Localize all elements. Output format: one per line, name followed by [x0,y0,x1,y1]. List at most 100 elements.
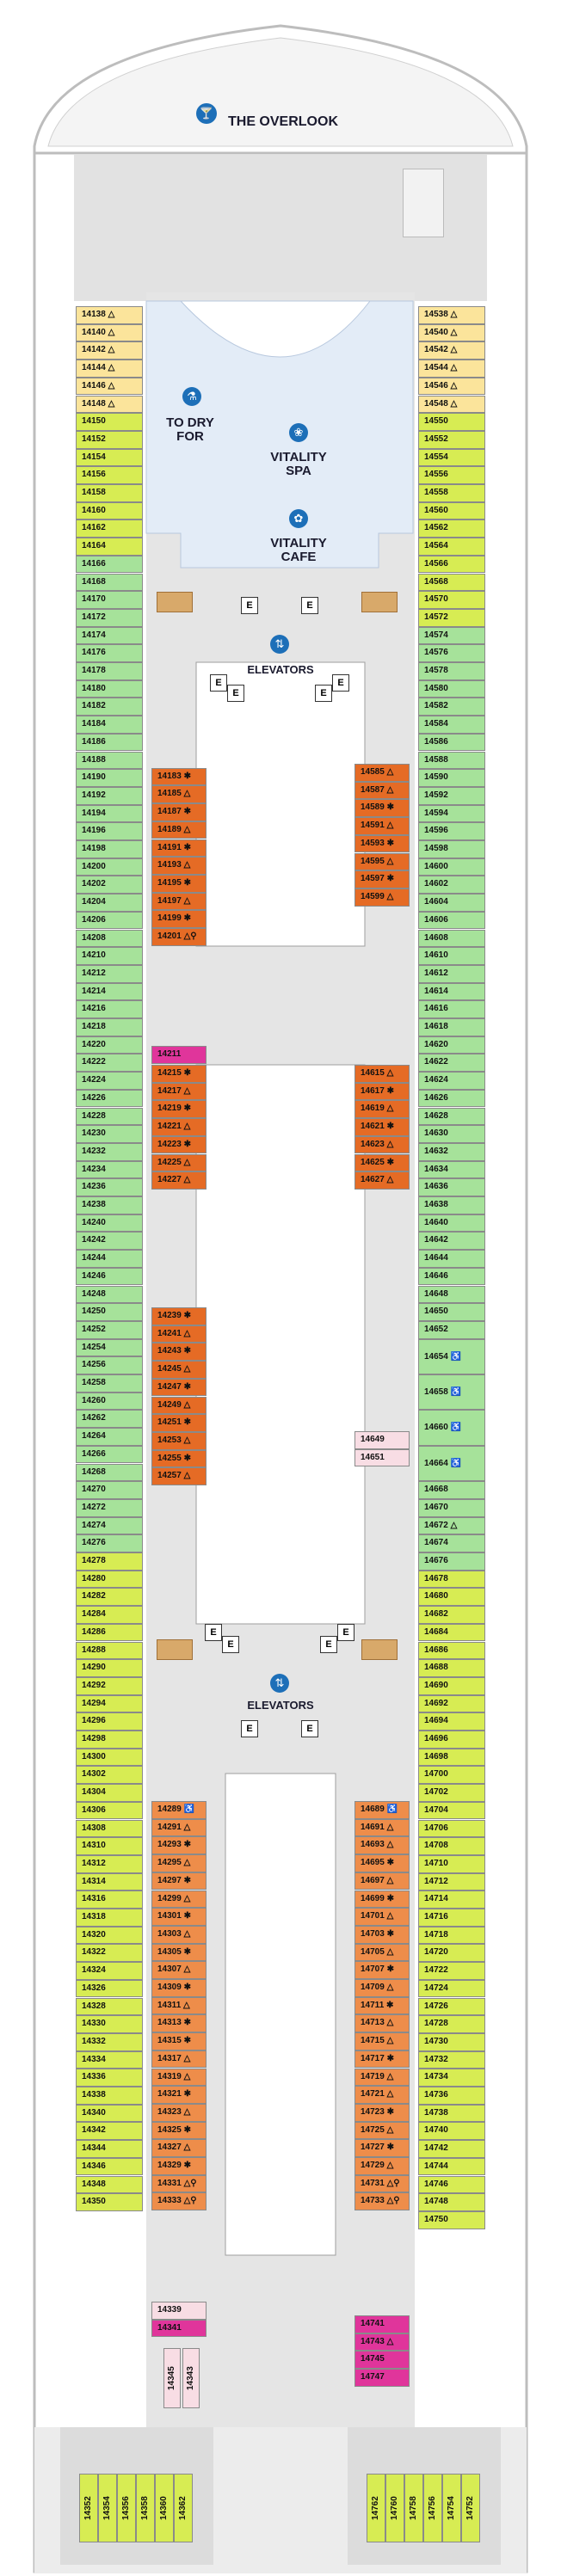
cabin-14225[interactable]: 14225 △ [151,1153,207,1172]
cabin-14624[interactable]: 14624 [418,1072,485,1090]
cabin-14190[interactable]: 14190 [76,769,143,787]
cabin-14698[interactable]: 14698 [418,1748,485,1767]
cabin-14582[interactable]: 14582 [418,698,485,716]
cabin-14719[interactable]: 14719 △ [354,2068,410,2087]
cabin-14619[interactable]: 14619 △ [354,1100,410,1119]
cabin-14595[interactable]: 14595 △ [354,852,410,871]
cabin-14730[interactable]: 14730 [418,2032,485,2051]
cabin-14202[interactable]: 14202 [76,876,143,895]
cabin-14343[interactable]: 14343 [182,2348,200,2408]
cabin-14316[interactable]: 14316 [76,1891,143,1909]
cabin-14246[interactable]: 14246 [76,1267,143,1286]
cabin-14314[interactable]: 14314 [76,1872,143,1891]
cabin-14176[interactable]: 14176 [76,644,143,662]
cabin-14333[interactable]: 14333 △⚲ [151,2192,207,2211]
cabin-14658[interactable]: 14658 ♿ [418,1374,485,1411]
cabin-14598[interactable]: 14598 [418,840,485,858]
cabin-14632[interactable]: 14632 [418,1142,485,1161]
cabin-14272[interactable]: 14272 [76,1498,143,1517]
cabin-14622[interactable]: 14622 [418,1054,485,1073]
cabin-14302[interactable]: 14302 [76,1766,143,1785]
cabin-14187[interactable]: 14187 ✱ [151,803,207,821]
cabin-14174[interactable]: 14174 [76,626,143,645]
cabin-14278[interactable]: 14278 [76,1552,143,1571]
cabin-14249[interactable]: 14249 △ [151,1396,207,1415]
cabin-14200[interactable]: 14200 [76,858,143,876]
cabin-14612[interactable]: 14612 [418,964,485,983]
cabin-14728[interactable]: 14728 [418,2015,485,2033]
cabin-14592[interactable]: 14592 [418,786,485,805]
cabin-14320[interactable]: 14320 [76,1926,143,1945]
cabin-14290[interactable]: 14290 [76,1659,143,1677]
cabin-14714[interactable]: 14714 [418,1891,485,1909]
cabin-14762[interactable]: 14762 [367,2474,385,2542]
cabin-14627[interactable]: 14627 △ [354,1171,410,1190]
cabin-14220[interactable]: 14220 [76,1036,143,1054]
cabin-14274[interactable]: 14274 [76,1516,143,1535]
cabin-14560[interactable]: 14560 [418,501,485,520]
cabin-14593[interactable]: 14593 ✱ [354,834,410,853]
cabin-14294[interactable]: 14294 [76,1694,143,1713]
cabin-14702[interactable]: 14702 [418,1784,485,1802]
cabin-14243[interactable]: 14243 ✱ [151,1343,207,1362]
cabin-14248[interactable]: 14248 [76,1285,143,1304]
cabin-14240[interactable]: 14240 [76,1214,143,1233]
cabin-14241[interactable]: 14241 △ [151,1325,207,1343]
cabin-14721[interactable]: 14721 △ [354,2086,410,2104]
cabin-14727[interactable]: 14727 ✱ [354,2139,410,2157]
cabin-14299[interactable]: 14299 △ [151,1890,207,1909]
cabin-14264[interactable]: 14264 [76,1428,143,1446]
cabin-14660[interactable]: 14660 ♿ [418,1410,485,1446]
cabin-14266[interactable]: 14266 [76,1445,143,1464]
cabin-14296[interactable]: 14296 [76,1712,143,1731]
cabin-14260[interactable]: 14260 [76,1392,143,1411]
cabin-14158[interactable]: 14158 [76,484,143,502]
cabin-14226[interactable]: 14226 [76,1089,143,1108]
cabin-14602[interactable]: 14602 [418,876,485,895]
cabin-14676[interactable]: 14676 [418,1552,485,1571]
cabin-14704[interactable]: 14704 [418,1801,485,1820]
cabin-14178[interactable]: 14178 [76,662,143,680]
cabin-14554[interactable]: 14554 [418,448,485,467]
cabin-14600[interactable]: 14600 [418,858,485,876]
cabin-14166[interactable]: 14166 [76,555,143,574]
cabin-14252[interactable]: 14252 [76,1320,143,1339]
cabin-14224[interactable]: 14224 [76,1072,143,1090]
cabin-14732[interactable]: 14732 [418,2050,485,2069]
cabin-14664[interactable]: 14664 ♿ [418,1445,485,1482]
cabin-14618[interactable]: 14618 [418,1018,485,1036]
cabin-14738[interactable]: 14738 [418,2104,485,2123]
cabin-14562[interactable]: 14562 [418,520,485,538]
cabin-14196[interactable]: 14196 [76,822,143,840]
cabin-14597[interactable]: 14597 ✱ [354,870,410,888]
cabin-14156[interactable]: 14156 [76,466,143,484]
cabin-14636[interactable]: 14636 [418,1178,485,1196]
cabin-14608[interactable]: 14608 [418,929,485,948]
cabin-14696[interactable]: 14696 [418,1731,485,1749]
cabin-14192[interactable]: 14192 [76,786,143,805]
cabin-14199[interactable]: 14199 ✱ [151,910,207,928]
cabin-14558[interactable]: 14558 [418,484,485,502]
cabin-14338[interactable]: 14338 [76,2087,143,2105]
cabin-14705[interactable]: 14705 △ [354,1943,410,1962]
cabin-14326[interactable]: 14326 [76,1979,143,1998]
cabin-14245[interactable]: 14245 △ [151,1361,207,1379]
cabin-14674[interactable]: 14674 [418,1534,485,1552]
cabin-14293[interactable]: 14293 ✱ [151,1836,207,1855]
cabin-14303[interactable]: 14303 △ [151,1925,207,1944]
cabin-14694[interactable]: 14694 [418,1712,485,1731]
cabin-14693[interactable]: 14693 △ [354,1836,410,1855]
cabin-14617[interactable]: 14617 ✱ [354,1082,410,1101]
cabin-14247[interactable]: 14247 ✱ [151,1378,207,1397]
cabin-14649[interactable]: 14649 [354,1431,410,1449]
cabin-14341[interactable]: 14341 [151,2319,207,2338]
cabin-14566[interactable]: 14566 [418,555,485,574]
cabin-14309[interactable]: 14309 ✱ [151,1979,207,1997]
cabin-14306[interactable]: 14306 [76,1801,143,1820]
cabin-14251[interactable]: 14251 ✱ [151,1414,207,1432]
cabin-14725[interactable]: 14725 △ [354,2121,410,2140]
cabin-14591[interactable]: 14591 △ [354,817,410,835]
cabin-14538[interactable]: 14538 △ [418,306,485,324]
cabin-14540[interactable]: 14540 △ [418,323,485,342]
cabin-14291[interactable]: 14291 △ [151,1818,207,1837]
